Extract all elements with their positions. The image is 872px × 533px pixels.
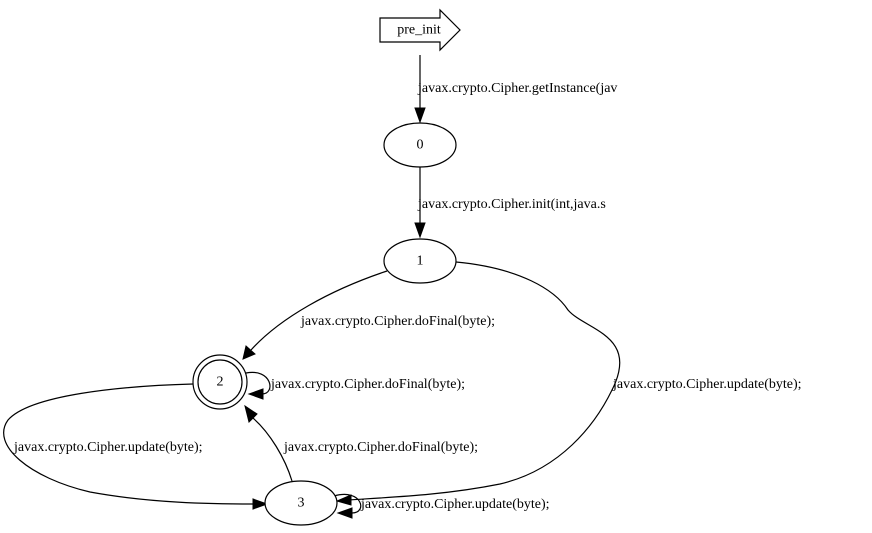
edge-label-1-to-2: javax.crypto.Cipher.doFinal(byte);	[300, 314, 495, 329]
node-0: 0	[383, 122, 457, 168]
node-3: 3	[264, 480, 338, 526]
edge-label-2-self-loop: javax.crypto.Cipher.doFinal(byte);	[270, 377, 465, 392]
edge-3-self-loop: javax.crypto.Cipher.update(byte);	[333, 493, 550, 519]
node-label-2: 2	[217, 375, 224, 390]
edge-label-3-to-2: javax.crypto.Cipher.doFinal(byte);	[283, 440, 478, 455]
edge-label-0-to-1: javax.crypto.Cipher.init(int,java.s	[417, 197, 606, 212]
edge-1-to-2: javax.crypto.Cipher.doFinal(byte);	[242, 270, 495, 360]
node-1: 1	[383, 238, 457, 284]
edge-0-to-1: javax.crypto.Cipher.init(int,java.s	[414, 167, 606, 239]
node-label-0: 0	[417, 138, 424, 153]
edge-label-1-to-3: javax.crypto.Cipher.update(byte);	[612, 377, 802, 392]
edge-label-3-self-loop: javax.crypto.Cipher.update(byte);	[360, 497, 550, 512]
node-label-1: 1	[417, 254, 424, 269]
node-pre-init: pre_init	[379, 8, 461, 52]
edge-pre-init-to-0: javax.crypto.Cipher.getInstance(jav	[414, 55, 617, 124]
node-label-3: 3	[298, 496, 305, 511]
edge-3-to-2: javax.crypto.Cipher.doFinal(byte);	[244, 404, 478, 482]
node-2-accepting: 2	[192, 354, 248, 410]
edge-1-to-3: javax.crypto.Cipher.update(byte);	[335, 261, 802, 506]
edge-2-to-3: javax.crypto.Cipher.update(byte);	[3, 383, 269, 510]
edge-label-2-to-3: javax.crypto.Cipher.update(byte);	[13, 440, 203, 455]
node-label-pre-init: pre_init	[397, 23, 441, 38]
edge-label-pre-init-to-0: javax.crypto.Cipher.getInstance(jav	[417, 81, 617, 96]
edge-2-self-loop: javax.crypto.Cipher.doFinal(byte);	[245, 371, 465, 400]
